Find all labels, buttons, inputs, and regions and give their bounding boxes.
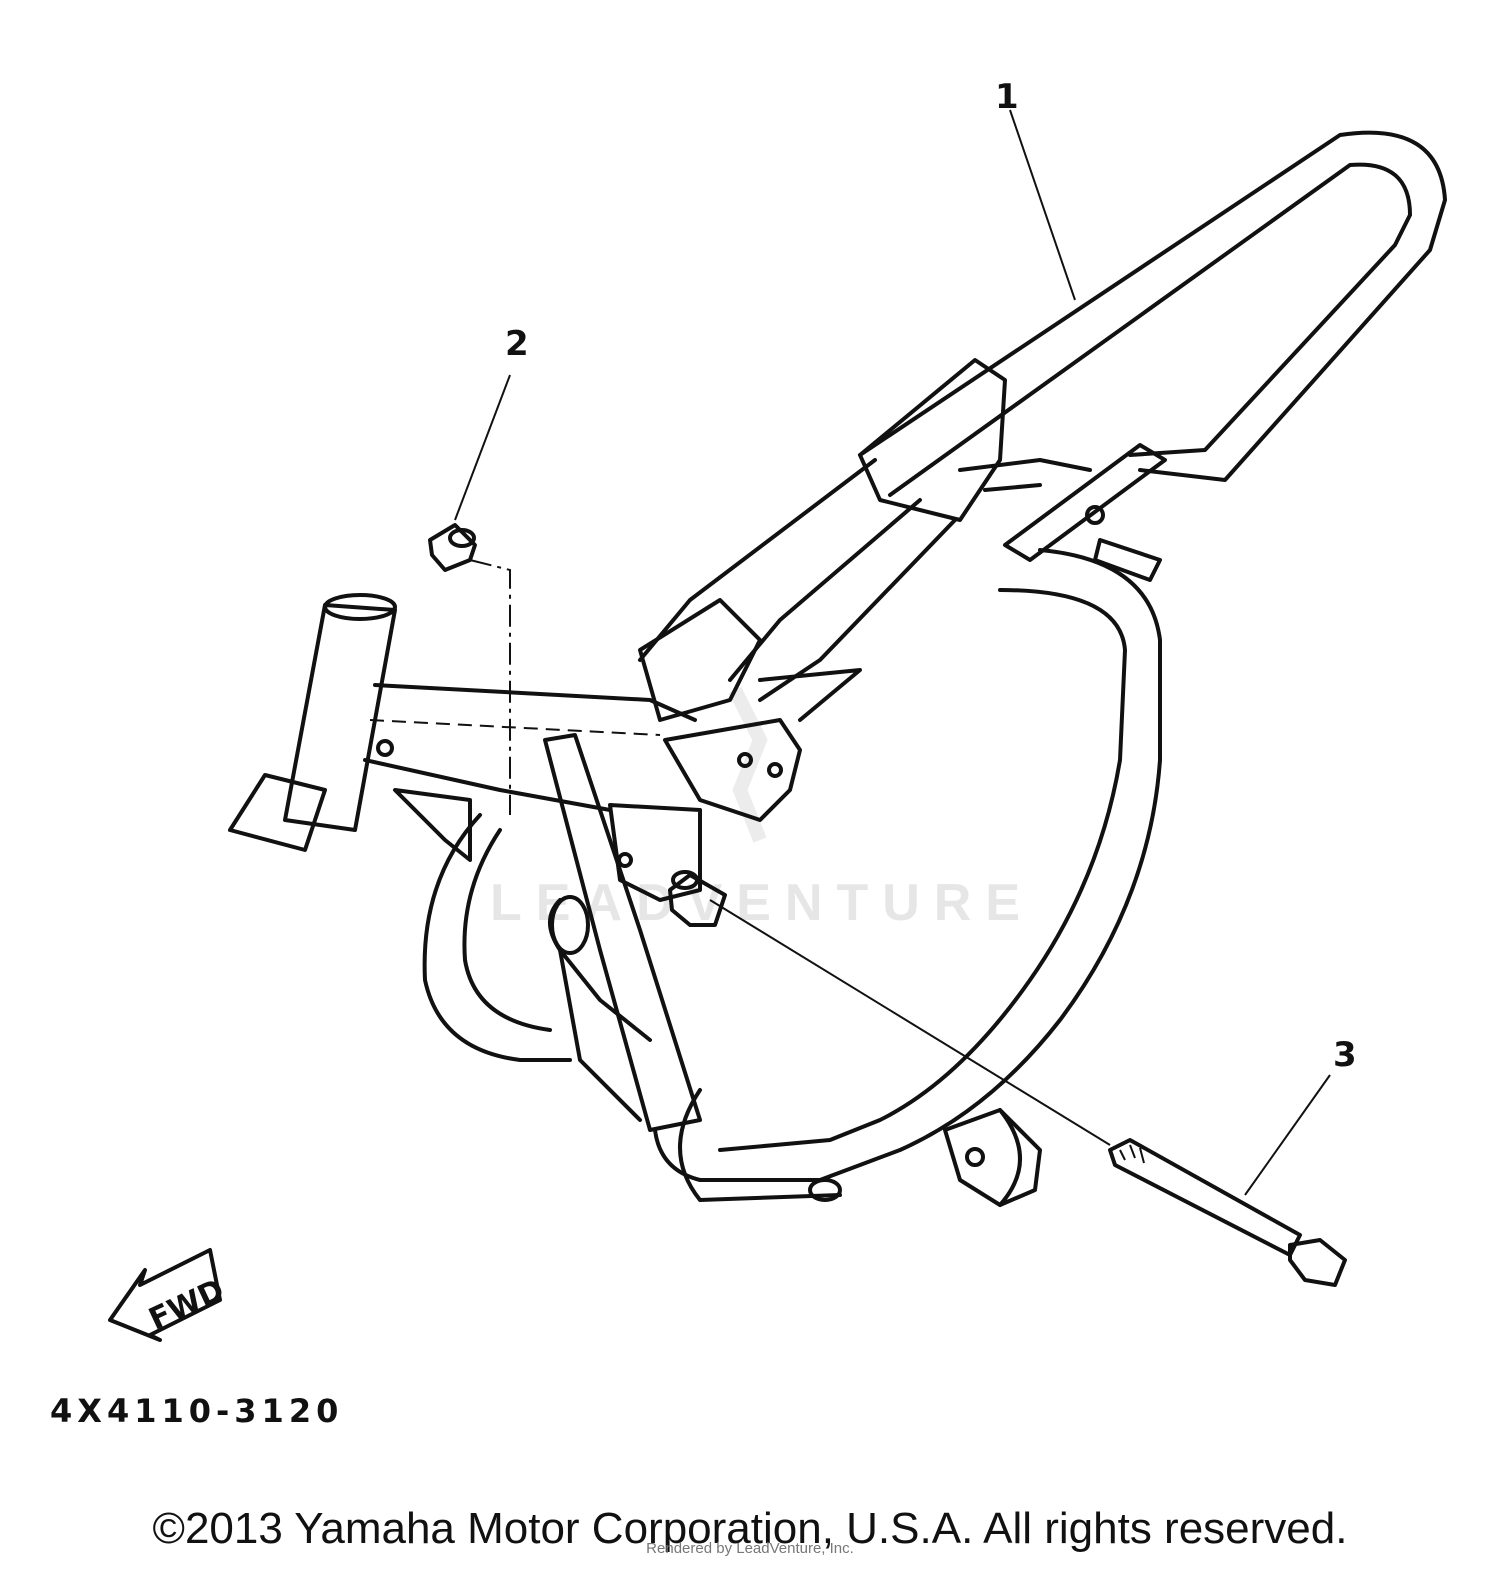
diagram-code: 4X4110-3120 [50,1392,343,1430]
part-1-frame [228,130,1447,1207]
part-3-bolt [668,870,1347,1287]
copyright-notice: ©2013 Yamaha Motor Corporation, U.S.A. A… [152,1504,1348,1553]
fwd-arrow-icon: FWD [108,1248,230,1342]
callout-3: 3 [1333,1035,1357,1075]
leader-lines [454,109,1331,1196]
callout-2: 2 [505,324,529,364]
part-2-collar [428,523,477,572]
render-credit: Rendered by LeadVenture, Inc. [646,1540,854,1557]
fwd-label: FWD [144,1273,230,1338]
watermark-text: LEADVENTURE [490,874,1034,932]
callout-1: 1 [995,77,1019,117]
